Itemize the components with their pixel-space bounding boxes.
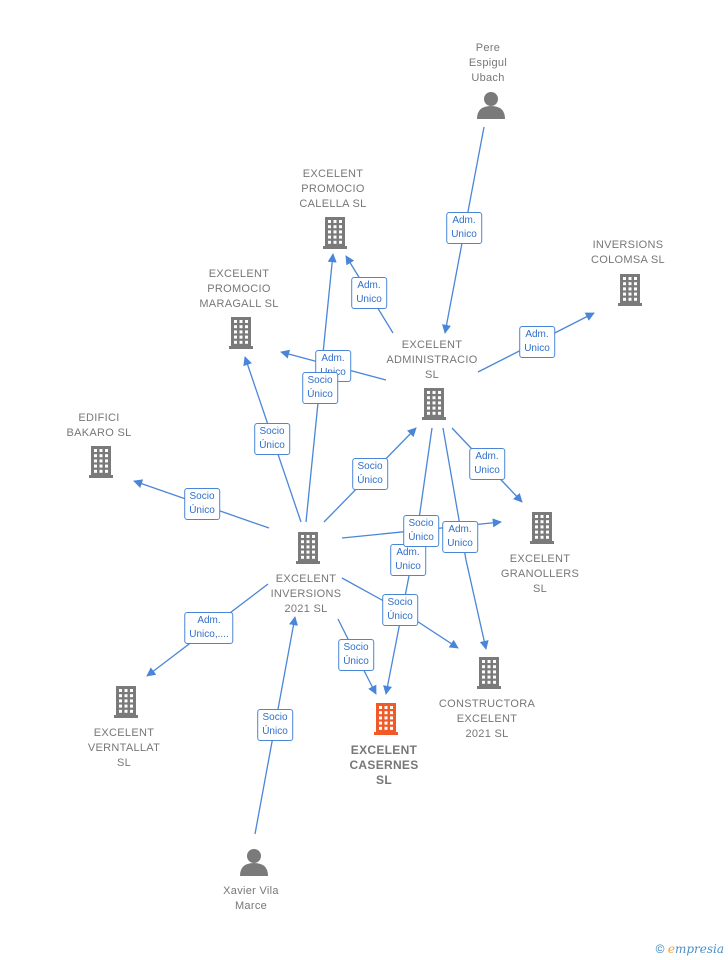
building-icon-casernes[interactable] <box>374 703 398 735</box>
building-icon-verntallat[interactable] <box>114 686 138 718</box>
edge-label-xavier-inversions[interactable]: Socio Único <box>257 709 293 741</box>
building-icon-colomsa[interactable] <box>618 274 642 306</box>
building-icon-calella[interactable] <box>323 217 347 249</box>
edge-label-inversions-constructora[interactable]: Socio Único <box>382 594 418 626</box>
edge-label-inversions-granollers[interactable]: Socio Único <box>403 515 439 547</box>
edge-label-inversions-maragall[interactable]: Socio Único <box>254 423 290 455</box>
node-label-granollers[interactable]: EXCELENT GRANOLLERS SL <box>500 553 580 595</box>
node-label-maragall[interactable]: EXCELENT PROMOCIO MARAGALL SL <box>199 268 279 310</box>
building-icon-granollers[interactable] <box>530 512 554 544</box>
edge-label-inversions-admin[interactable]: Socio Único <box>352 458 388 490</box>
edge-admin-constructora <box>442 427 489 650</box>
edge-label-inversions-verntallat[interactable]: Adm. Unico,.... <box>184 612 234 644</box>
edge-label-admin-constructora[interactable]: Adm. Unico <box>442 521 478 553</box>
node-label-inversions[interactable]: EXCELENT INVERSIONS 2021 SL <box>270 573 342 615</box>
edge-label-admin-casernes[interactable]: Adm. Unico <box>390 544 426 576</box>
building-icon-bakaro[interactable] <box>89 446 113 478</box>
copyright-symbol: © <box>655 942 665 956</box>
building-icon-maragall[interactable] <box>229 317 253 349</box>
edge-label-pere-admin[interactable]: Adm. Unico <box>446 212 482 244</box>
building-icon-admin[interactable] <box>422 388 446 420</box>
empresia-logo[interactable]: empresia <box>667 942 724 956</box>
node-label-calella[interactable]: EXCELENT PROMOCIO CALELLA SL <box>299 168 367 210</box>
footer-brand: © empresia <box>656 942 724 956</box>
person-icon-pere[interactable] <box>477 92 505 119</box>
node-label-bakaro[interactable]: EDIFICI BAKARO SL <box>66 412 132 439</box>
building-icon-inversions[interactable] <box>296 532 320 564</box>
node-label-constructora[interactable]: CONSTRUCTORA EXCELENT 2021 SL <box>438 698 536 740</box>
node-label-colomsa[interactable]: INVERSIONS COLOMSA SL <box>591 239 665 266</box>
node-label-admin[interactable]: EXCELENT ADMINISTRACIO SL <box>386 339 478 381</box>
building-icon-constructora[interactable] <box>477 657 501 689</box>
node-label-verntallat[interactable]: EXCELENT VERNTALLAT SL <box>87 727 161 769</box>
edge-label-inversions-bakaro[interactable]: Socio Único <box>184 488 220 520</box>
person-icon-xavier[interactable] <box>240 849 268 876</box>
edge-label-admin-granollers[interactable]: Adm. Unico <box>469 448 505 480</box>
node-label-pere[interactable]: Pere Espigul Ubach <box>468 42 508 84</box>
node-label-casernes[interactable]: EXCELENT CASERNES SL <box>349 743 419 787</box>
edge-label-admin-colomsa[interactable]: Adm. Unico <box>519 326 555 358</box>
edge-label-inversions-casernes[interactable]: Socio Único <box>338 639 374 671</box>
node-label-xavier[interactable]: Xavier Vila Marce <box>223 885 279 912</box>
edge-label-admin-calella[interactable]: Adm. Unico <box>351 277 387 309</box>
edge-label-inversions-calella[interactable]: Socio Único <box>302 372 338 404</box>
